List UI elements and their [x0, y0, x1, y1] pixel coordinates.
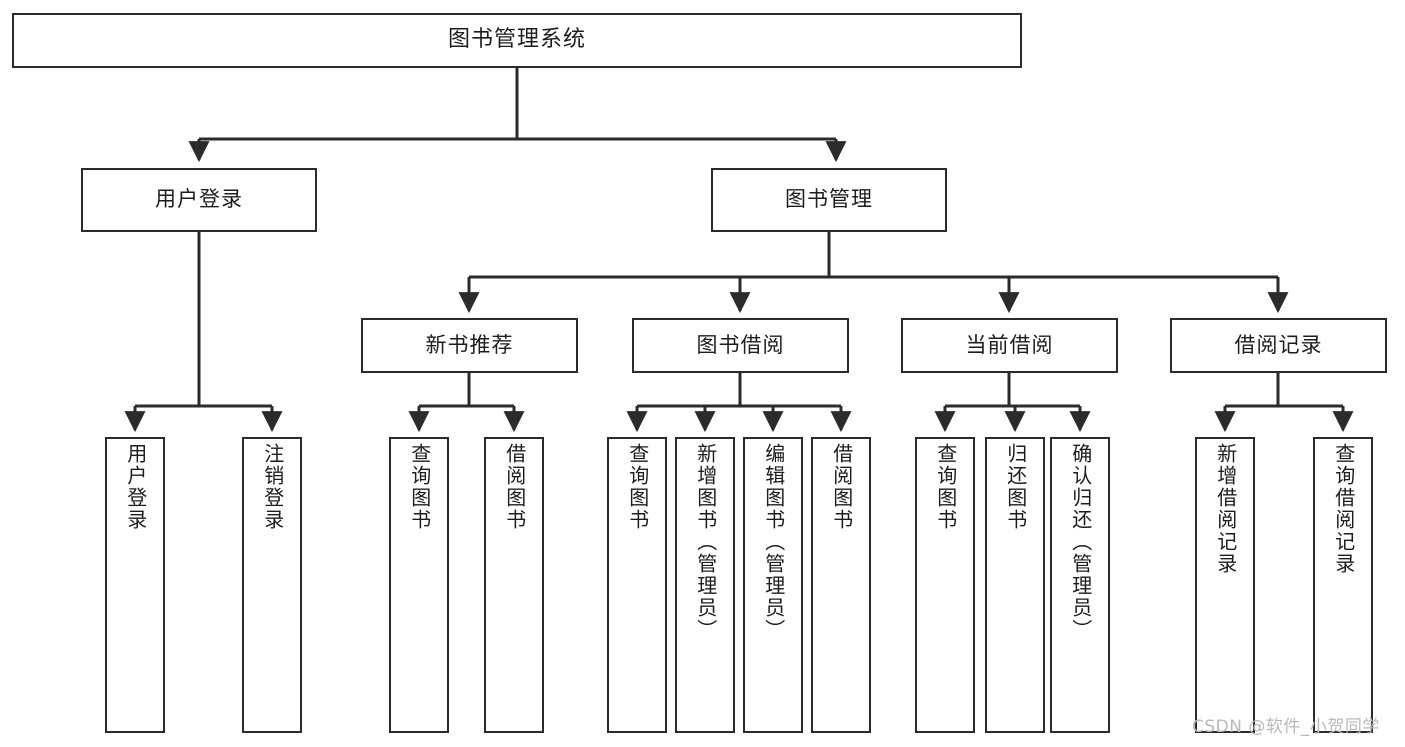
node-leaf-user-login[interactable]: 用户登录	[105, 437, 165, 733]
node-root[interactable]: 图书管理系统	[12, 13, 1022, 68]
node-user-login-label: 用户登录	[155, 187, 243, 212]
node-book-borrow[interactable]: 图书借阅	[632, 318, 849, 373]
node-leaf-add-record[interactable]: 新增借阅记录	[1195, 437, 1255, 733]
node-book-manage-label: 图书管理	[785, 187, 873, 212]
node-leaf-borrow-book-2-label: 借阅图书	[829, 443, 854, 531]
node-borrow-record-label: 借阅记录	[1234, 332, 1323, 357]
node-leaf-add-book-label: 新增图书（管理员）	[693, 443, 718, 641]
node-book-borrow-label: 图书借阅	[696, 332, 785, 357]
node-new-book-rec-label: 新书推荐	[425, 332, 514, 357]
node-new-book-rec[interactable]: 新书推荐	[361, 318, 578, 373]
node-leaf-query-book-2-label: 查询图书	[625, 443, 650, 531]
node-leaf-user-login-label: 用户登录	[123, 443, 148, 531]
node-leaf-query-record-label: 查询借阅记录	[1331, 443, 1356, 575]
node-leaf-return-book-label: 归还图书	[1003, 443, 1028, 531]
node-leaf-query-book-2[interactable]: 查询图书	[607, 437, 667, 733]
node-leaf-borrow-book-2[interactable]: 借阅图书	[811, 437, 871, 733]
node-leaf-user-logout[interactable]: 注销登录	[242, 437, 302, 733]
node-leaf-edit-book[interactable]: 编辑图书（管理员）	[743, 437, 803, 733]
node-root-label: 图书管理系统	[447, 27, 586, 53]
node-leaf-query-book-1-label: 查询图书	[407, 443, 432, 531]
node-leaf-query-record[interactable]: 查询借阅记录	[1313, 437, 1373, 733]
watermark: CSDN @软件_小贺同学	[1192, 717, 1380, 737]
node-leaf-add-book[interactable]: 新增图书（管理员）	[675, 437, 735, 733]
node-borrow-record[interactable]: 借阅记录	[1170, 318, 1387, 373]
node-leaf-user-logout-label: 注销登录	[260, 443, 285, 531]
node-leaf-confirm-return-label: 确认归还（管理员）	[1068, 443, 1093, 641]
node-leaf-add-record-label: 新增借阅记录	[1213, 443, 1238, 575]
node-current-borrow[interactable]: 当前借阅	[901, 318, 1118, 373]
node-current-borrow-label: 当前借阅	[965, 332, 1054, 357]
node-leaf-query-book-3[interactable]: 查询图书	[915, 437, 975, 733]
node-user-login[interactable]: 用户登录	[81, 168, 317, 232]
node-leaf-query-book-3-label: 查询图书	[933, 443, 958, 531]
node-leaf-return-book[interactable]: 归还图书	[985, 437, 1045, 733]
node-leaf-borrow-book-1-label: 借阅图书	[502, 443, 527, 531]
node-leaf-confirm-return[interactable]: 确认归还（管理员）	[1050, 437, 1110, 733]
node-leaf-borrow-book-1[interactable]: 借阅图书	[484, 437, 544, 733]
node-leaf-edit-book-label: 编辑图书（管理员）	[761, 443, 786, 641]
node-book-manage[interactable]: 图书管理	[711, 168, 947, 232]
node-leaf-query-book-1[interactable]: 查询图书	[389, 437, 449, 733]
